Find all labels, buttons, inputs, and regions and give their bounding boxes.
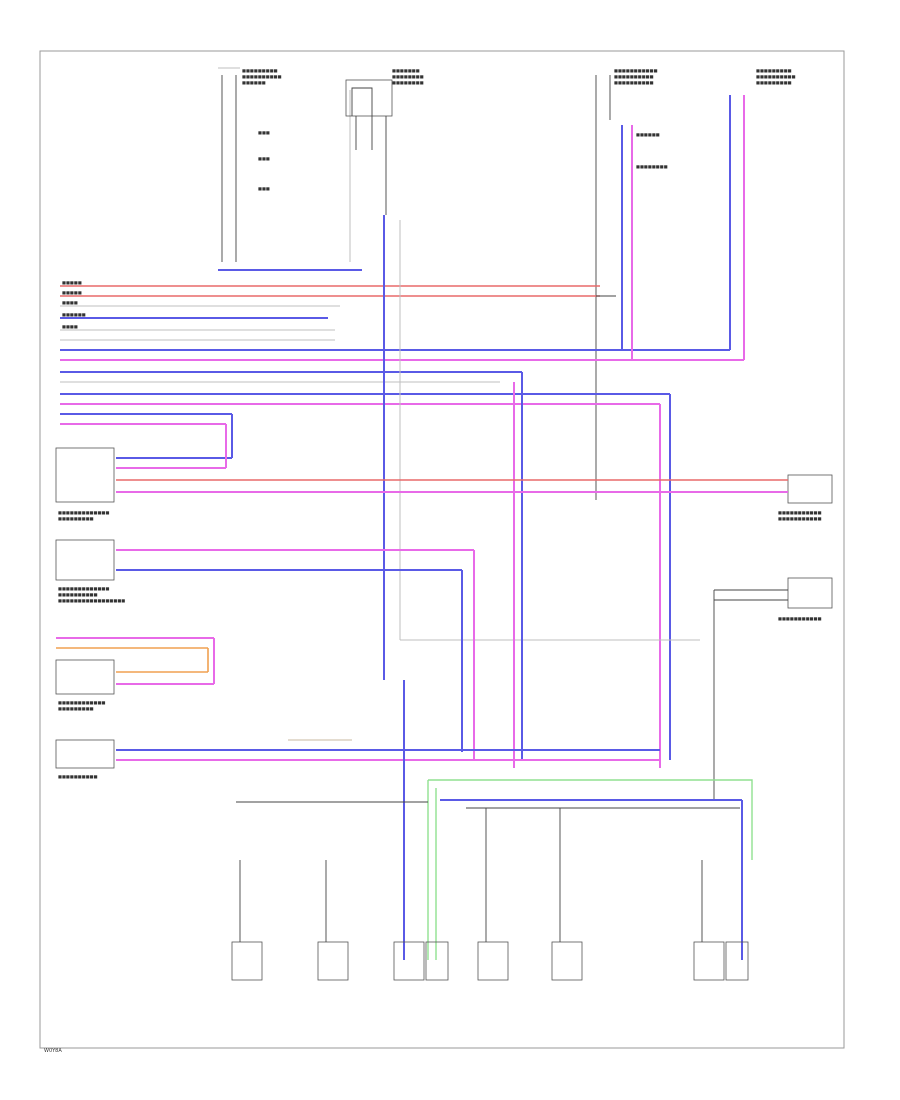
diagram-frame (39, 50, 845, 1049)
svg-text:■■■■■■: ■■■■■■ (62, 312, 86, 317)
svg-text:■■■■■■■■■■: ■■■■■■■■■■ (614, 80, 654, 85)
right-vertical-feeds (400, 95, 745, 768)
svg-text:■■■■■: ■■■■■ (62, 280, 82, 285)
top-right-component-b: ■■■■■■■■■ ■■■■■■■■■■ ■■■■■■■■■ (756, 68, 796, 85)
svg-text:■■■■■■■■■: ■■■■■■■■■ (756, 80, 792, 85)
left-side-module: ■■■■■■■■■■■■ ■■■■■■■■■ (55, 637, 215, 711)
right-module-b: ■■■■■■■■■■■ (713, 577, 833, 800)
svg-text:■■■■■■■■■■■■■■■■■: ■■■■■■■■■■■■■■■■■ (58, 598, 125, 603)
svg-text:■■■■■■■■■■■■: ■■■■■■■■■■■■ (58, 700, 106, 705)
svg-text:■■■■■■■■: ■■■■■■■■ (636, 164, 668, 169)
svg-text:■■■■■■: ■■■■■■ (636, 132, 660, 137)
svg-text:■■■■■■■■■■■: ■■■■■■■■■■■ (614, 68, 658, 73)
bottom-connectors (231, 808, 749, 981)
top-left-component: ■■■■■■■■■ ■■■■■■■■■■ ■■■■■■ ■■■ ■■■ ■■■ (218, 67, 282, 262)
svg-text:■■■: ■■■ (258, 130, 270, 135)
svg-text:■■■■■■■■■: ■■■■■■■■■ (58, 516, 94, 521)
audio-amplifier: ■■■■■■■■■■ (55, 739, 660, 779)
svg-text:■■■■■■■■■■■■■: ■■■■■■■■■■■■■ (58, 510, 109, 515)
svg-text:■■■■■■■■■■: ■■■■■■■■■■ (756, 74, 796, 79)
instrument-panel-cluster: ■■■■■■■■■■■■■ ■■■■■■■■■ (55, 414, 700, 521)
svg-text:■■■■■: ■■■■■ (62, 290, 82, 295)
lower-harness (236, 680, 753, 960)
svg-text:■■■■■■■■■■■: ■■■■■■■■■■■ (778, 516, 822, 521)
main-harness (60, 285, 744, 425)
svg-text:■■■■■■: ■■■■■■ (242, 80, 266, 85)
svg-text:■■■■: ■■■■ (62, 300, 78, 305)
svg-text:■■■■: ■■■■ (62, 324, 78, 329)
svg-text:■■■■■■■■: ■■■■■■■■ (392, 80, 424, 85)
svg-text:■■■■■■■■■: ■■■■■■■■■ (756, 68, 792, 73)
svg-text:■■■■■■■■■■■: ■■■■■■■■■■■ (778, 510, 822, 515)
svg-text:■■■■■■■■■■: ■■■■■■■■■■ (58, 592, 98, 597)
svg-text:■■■■■■■■■■■■■: ■■■■■■■■■■■■■ (58, 586, 109, 591)
diagram-code: W0Y8A (44, 1048, 62, 1054)
svg-text:■■■■■■■: ■■■■■■■ (392, 68, 420, 73)
svg-text:■■■■■■■■: ■■■■■■■■ (392, 74, 424, 79)
top-right-component-a: ■■■■■■■■■■■ ■■■■■■■■■■ ■■■■■■■■■■ ■■■■■■… (595, 68, 668, 500)
svg-text:■■■■■■■■■: ■■■■■■■■■ (58, 706, 94, 711)
svg-text:■■■■■■■■■: ■■■■■■■■■ (242, 68, 278, 73)
top-center-component: ■■■■■■■ ■■■■■■■■ ■■■■■■■■ (345, 68, 424, 215)
front-controls-interface-module: ■■■■■■■■■■■■■ ■■■■■■■■■■ ■■■■■■■■■■■■■■■… (55, 539, 475, 760)
svg-text:■■■■■■■■■■■: ■■■■■■■■■■■ (778, 616, 822, 621)
svg-text:■■■: ■■■ (258, 186, 270, 191)
svg-text:■■■■■■■■■■: ■■■■■■■■■■ (58, 774, 98, 779)
right-module-a: ■■■■■■■■■■■ ■■■■■■■■■■■ (700, 474, 833, 521)
svg-text:■■■: ■■■ (258, 156, 270, 161)
svg-text:■■■■■■■■■■: ■■■■■■■■■■ (614, 74, 654, 79)
svg-text:■■■■■■■■■■: ■■■■■■■■■■ (242, 74, 282, 79)
